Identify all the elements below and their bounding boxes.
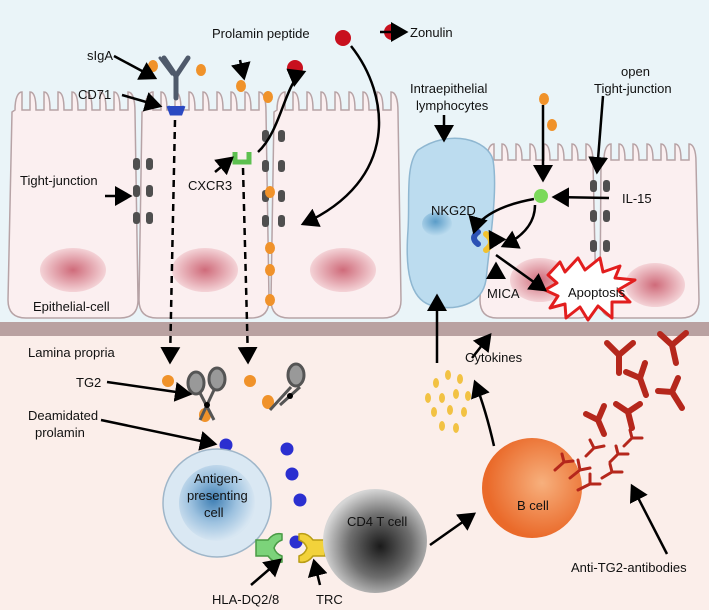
cd4-label: CD4 T cell	[347, 514, 407, 529]
cd71-receptor	[166, 105, 186, 116]
nucleus	[310, 248, 376, 292]
basement-membrane	[0, 322, 709, 336]
apoptosis-label: Apoptosis	[568, 285, 626, 300]
tight-junction-1	[133, 158, 153, 224]
zonulin-label: Zonulin	[410, 25, 453, 40]
iel-nucleus	[422, 212, 452, 236]
open-tight-junction-label-line1: open	[621, 64, 650, 79]
iel-label-line2: lymphocytes	[416, 98, 489, 113]
tg2-scissors-2	[268, 362, 306, 412]
open-tight-junction-label-line2: Tight-junction	[594, 81, 672, 96]
siga-label: sIgA	[87, 48, 113, 63]
apoptosis-burst	[543, 256, 637, 322]
nucleus	[172, 248, 238, 292]
prolamin-peptide-label: Prolamin peptide	[212, 26, 310, 41]
nkg2d-label: NKG2D	[431, 203, 476, 218]
anti-tg2-label: Anti-TG2-antibodies	[571, 560, 687, 575]
lamina-propria-label: Lamina propria	[28, 345, 115, 360]
cytokines-label: Cytokines	[465, 350, 523, 365]
pathway-arrows	[100, 22, 669, 586]
cd71-label: CD71	[78, 87, 111, 102]
trc-label: TRC	[316, 592, 343, 607]
cytokines-cluster	[425, 370, 471, 433]
trc-receptor	[298, 532, 326, 564]
il15-label: IL-15	[622, 191, 652, 206]
cxcr3-label: CXCR3	[188, 178, 232, 193]
tg2-label: TG2	[76, 375, 101, 390]
il15-molecule	[534, 189, 548, 203]
cxcr3-receptor	[232, 152, 252, 165]
siga-antibody	[158, 55, 191, 101]
apc-label-line2: presenting	[187, 488, 248, 503]
epithelial-cell-2	[138, 91, 270, 319]
hla-label: HLA-DQ2/8	[212, 592, 279, 607]
apc-nucleus	[179, 465, 255, 541]
mica-label: MICA	[487, 286, 520, 301]
cd4-t-cell	[323, 489, 427, 593]
prolamin-peptides	[148, 60, 557, 422]
open-tight-junction	[590, 180, 610, 252]
deamidated-prolamin-label-line2: prolamin	[35, 425, 85, 440]
b-cell-label: B cell	[517, 498, 549, 513]
apc-label-line3: cell	[204, 505, 224, 520]
deamidated-prolamin-label-line1: Deamidated	[28, 408, 98, 423]
iel-label-line1: Intraepithelial	[410, 81, 487, 96]
b-cell	[482, 438, 582, 538]
nucleus	[40, 248, 106, 292]
tight-junction-label: Tight-junction	[20, 173, 98, 188]
deamidated-prolamin-dots	[219, 438, 307, 549]
anti-tg2-antibodies	[553, 330, 689, 492]
apc-label-line1: Antigen-	[194, 471, 242, 486]
epithelial-cell-label: Epithelial-cell	[33, 299, 110, 314]
transcytosis-arrows	[160, 119, 258, 365]
nucleus	[625, 263, 685, 307]
epithelial-cell-1	[7, 91, 139, 319]
epithelial-cell-5	[599, 143, 700, 319]
